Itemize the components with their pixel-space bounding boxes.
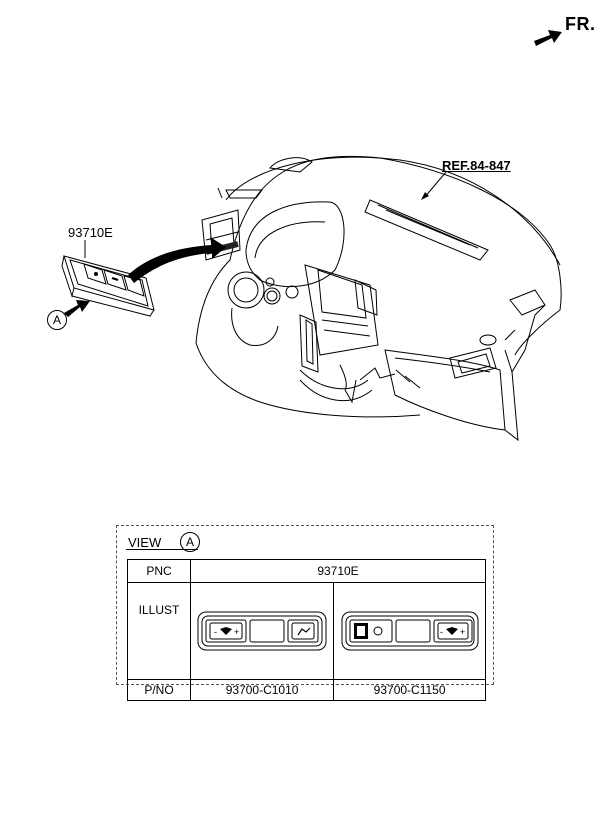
view-direction-arrow-icon <box>64 300 90 317</box>
dimmer-icon <box>220 627 233 635</box>
mountain-icon <box>297 627 311 636</box>
switch-module-illustration <box>61 255 155 317</box>
pnc-value: 93710E <box>190 559 486 583</box>
installation-arrow-icon <box>128 237 226 283</box>
dashboard-illustration <box>195 155 562 442</box>
switch-panel-1-illustration: - + <box>197 611 327 651</box>
row-label-pno: P/NO <box>127 679 191 701</box>
svg-text:+: + <box>234 627 239 637</box>
callout-leader-line <box>84 240 86 258</box>
reference-leader-line <box>421 171 447 200</box>
forward-arrow-icon <box>534 30 562 46</box>
table-row-illust: ILLUST - + <box>127 582 486 680</box>
row-label-pnc: PNC <box>127 559 191 583</box>
part-callout-number: 93710E <box>68 225 113 240</box>
switch-panel-2-illustration: - + <box>341 611 479 651</box>
view-a-marker: A <box>47 310 67 330</box>
part-number-2: 93700-C1150 <box>333 679 486 701</box>
svg-text:-: - <box>440 627 443 637</box>
reference-label: REF.84-847 <box>442 158 511 173</box>
part-number-1: 93700-C1010 <box>189 679 335 701</box>
dimmer-icon <box>445 627 458 635</box>
switch-illustration-2: - + <box>333 582 486 680</box>
lamp-icon <box>373 626 383 636</box>
view-title-underline <box>126 549 198 550</box>
svg-text:-: - <box>214 627 217 637</box>
forward-direction-label: FR. <box>565 14 596 34</box>
row-label-illust: ILLUST <box>127 582 191 680</box>
table-row-pno: P/NO 93700-C1010 93700-C1150 <box>127 679 486 701</box>
parts-table: PNC 93710E ILLUST - + <box>127 559 486 701</box>
view-title-marker: A <box>180 532 200 552</box>
switch-illustration-1: - + <box>189 582 335 680</box>
svg-text:+: + <box>460 627 465 637</box>
view-title: VIEW <box>128 535 162 550</box>
table-row-pnc: PNC 93710E <box>127 559 486 583</box>
